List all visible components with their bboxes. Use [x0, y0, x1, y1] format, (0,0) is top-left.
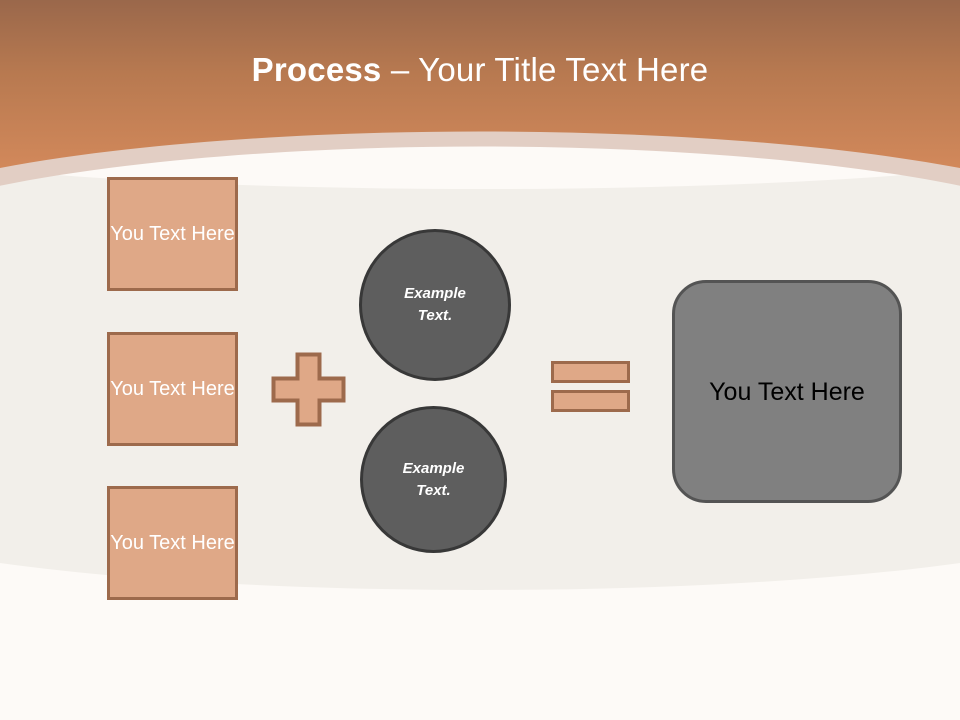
result-box-label: You Text Here [709, 377, 865, 406]
input-box-3[interactable]: You Text Here [107, 486, 238, 600]
example-circle-1-line2: Text. [417, 307, 453, 324]
example-circle-1-text: Example Text. [404, 283, 466, 327]
example-circle-1[interactable]: Example Text. [359, 229, 511, 381]
page-title-bold: Process [251, 51, 382, 88]
example-circle-1-line1: Example [404, 285, 466, 302]
example-circle-2-line2: Text. [416, 481, 451, 499]
page-title-rest: – Your Title Text Here [381, 51, 709, 88]
example-circle-2-text: Example Text. [403, 458, 465, 502]
input-box-2-label: You Text Here [110, 378, 235, 400]
input-box-1[interactable]: You Text Here [107, 177, 238, 291]
equals-bar-bottom [551, 390, 630, 412]
header-gradient-arc [0, 0, 960, 169]
input-box-2[interactable]: You Text Here [107, 332, 238, 446]
example-circle-2-line1: Example [402, 459, 465, 477]
input-box-3-label: You Text Here [110, 532, 235, 554]
equals-bar-top [551, 361, 630, 383]
equals-icon [551, 361, 630, 412]
plus-icon [271, 352, 346, 427]
result-box[interactable]: You Text Here [672, 280, 902, 503]
page-title: Process – Your Title Text Here [0, 50, 960, 90]
example-circle-2[interactable]: Example Text. [360, 406, 507, 553]
input-box-1-label: You Text Here [110, 223, 235, 245]
